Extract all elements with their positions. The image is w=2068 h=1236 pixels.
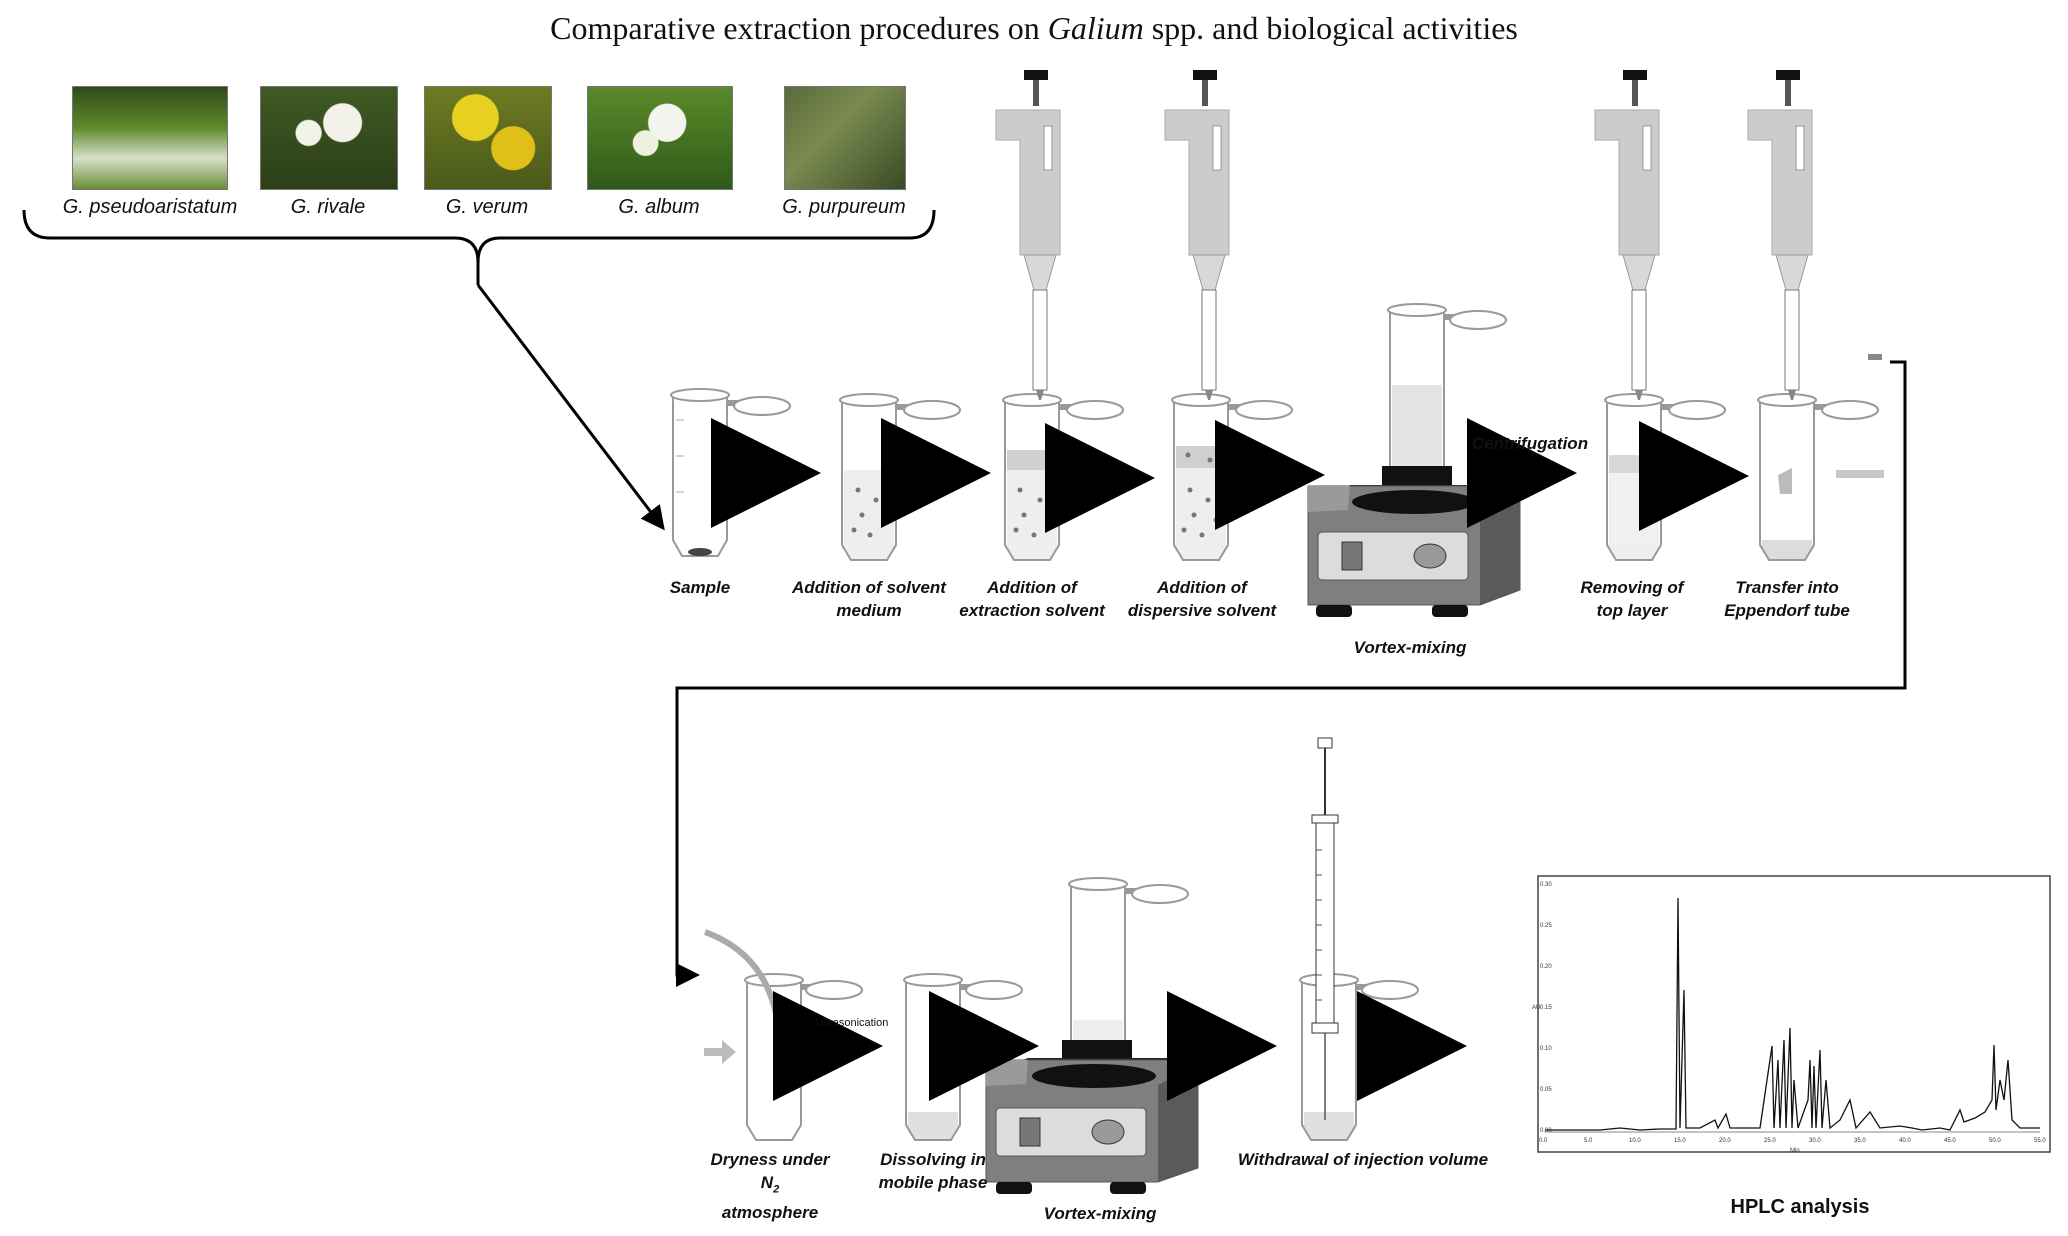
step-label-ultrasonication: Ultrasonication: [815, 1017, 889, 1029]
step-label-hplc: HPLC analysis: [1730, 1196, 1870, 1218]
x-tick-label: 25.0: [1764, 1138, 1776, 1144]
step-label-sample: Sample: [669, 578, 731, 597]
y-tick-label: 0.25: [1540, 923, 1552, 929]
photo-g-pseudoaristatum: [72, 86, 228, 190]
photo-g-album: [587, 86, 733, 190]
photo-g-purpureum: [784, 86, 906, 190]
pipette-4: [1747, 70, 1813, 400]
x-tick-label: 40.0: [1899, 1138, 1911, 1144]
x-tick-label: 10.0: [1629, 1138, 1641, 1144]
chromatogram-trace: [1545, 897, 2040, 1131]
step-label-centrifugation: Centrifugation: [1471, 434, 1589, 453]
y-tick-label: 0.00: [1540, 1128, 1552, 1134]
x-tick-label: 50.0: [1989, 1138, 2001, 1144]
x-tick-label: 30.0: [1809, 1138, 1821, 1144]
photo-g-rivale: [260, 86, 398, 190]
species-label: G. pseudoaristatum: [62, 196, 238, 218]
species-brace: [22, 209, 936, 285]
step-label-vortex-2: Vortex-mixing: [1043, 1204, 1157, 1223]
row-connector: [675, 360, 1907, 987]
x-tick-label: 55.0: [2034, 1138, 2046, 1144]
step-label-withdrawal: Withdrawal of injection volume: [1237, 1150, 1489, 1169]
step-label-vortex-1: Vortex-mixing: [1353, 638, 1467, 657]
y-tick-label: 0.15: [1540, 1005, 1552, 1011]
tube-dryness: [703, 929, 863, 1141]
x-tick-label: 15.0: [1674, 1138, 1686, 1144]
x-axis-label: Min: [1790, 1148, 1800, 1154]
figure-title: Comparative extraction procedures on Gal…: [550, 10, 1518, 46]
y-axis-label: AU: [1532, 1005, 1541, 1011]
tube-dispersive-solvent: [1171, 393, 1293, 561]
syringe: [1311, 737, 1339, 1120]
pipette-1: [995, 70, 1061, 400]
x-tick-label: 45.0: [1944, 1138, 1956, 1144]
pipette-3: [1594, 70, 1660, 400]
species-label: G. verum: [445, 196, 529, 218]
x-tick-label: 35.0: [1854, 1138, 1866, 1144]
photo-g-verum: [424, 86, 552, 190]
species-label: G. rivale: [290, 196, 366, 218]
x-tick-label: 0.0: [1539, 1138, 1548, 1144]
pipette-2: [1164, 70, 1230, 400]
hplc-chromatogram: [1537, 875, 2051, 1153]
x-tick-label: 20.0: [1719, 1138, 1731, 1144]
vortex-mixer-2: [985, 877, 1199, 1194]
x-tick-label: 5.0: [1584, 1138, 1593, 1144]
y-tick-label: 0.20: [1540, 964, 1552, 970]
species-label: G. album: [618, 196, 700, 218]
y-tick-label: 0.30: [1540, 882, 1552, 888]
brace-connector-arrow: [476, 284, 665, 531]
tube-transfer: [1757, 354, 1884, 561]
y-tick-label: 0.10: [1540, 1046, 1552, 1052]
y-tick-label: 0.05: [1540, 1087, 1552, 1093]
vortex-mixer-1: [1307, 303, 1521, 617]
species-label: G. purpureum: [782, 196, 906, 218]
